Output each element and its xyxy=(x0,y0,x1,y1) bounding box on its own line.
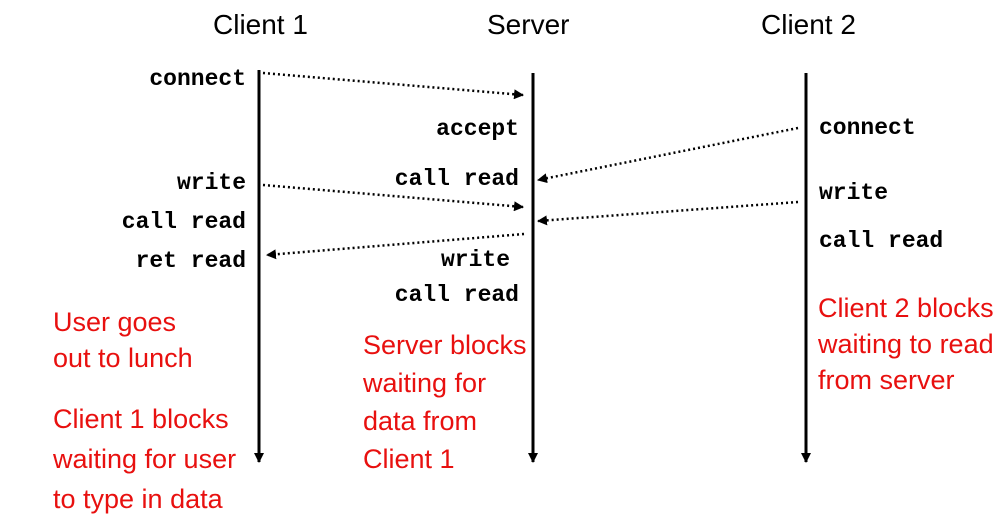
server-call-read-label-1: call read xyxy=(394,166,519,192)
server-blocks-note-line: data from xyxy=(363,406,478,436)
client1-blocks-note-line: waiting for user xyxy=(53,444,237,474)
client1-blocks-note-line: Client 1 blocks xyxy=(53,404,229,434)
server-accept-label: accept xyxy=(436,116,519,142)
client2-blocks-note-line: waiting to read xyxy=(818,329,994,359)
client1-connect-label: connect xyxy=(149,66,246,92)
server-blocks-note: Server blocks waiting for data from Clie… xyxy=(363,326,527,478)
arrow-client2-connect-to-server xyxy=(537,126,799,184)
client1-blocks-note-line: to type in data xyxy=(53,484,223,514)
client2-blocks-note-line: Client 2 blocks xyxy=(818,293,994,323)
server-write-label: write xyxy=(440,247,510,273)
client2-write-label: write xyxy=(819,180,889,206)
client2-blocks-note-line: from server xyxy=(818,365,955,395)
client1-call-read-label: call read xyxy=(121,209,246,235)
client2-blocks-note: Client 2 blocks waiting to read from ser… xyxy=(818,290,994,398)
client1-blocks-note: Client 1 blocks waiting for user to type… xyxy=(53,399,236,519)
client2-connect-label: connect xyxy=(819,115,916,141)
server-blocks-note-line: Client 1 xyxy=(363,444,455,474)
client2-header: Client 2 xyxy=(761,9,856,40)
server-blocks-note-line: waiting for xyxy=(363,368,487,398)
arrow-client1-connect-to-server xyxy=(262,71,524,100)
client1-lunch-note-line: User goes xyxy=(53,307,177,337)
client1-lunch-note: User goes out to lunch xyxy=(53,304,193,376)
client1-write-label: write xyxy=(176,170,246,196)
arrow-client1-write-to-server xyxy=(262,183,524,212)
arrow-client2-write-to-server xyxy=(537,200,799,226)
client2-call-read-label: call read xyxy=(819,228,944,254)
client1-lunch-note-line: out to lunch xyxy=(53,343,193,373)
server-header: Server xyxy=(487,9,570,40)
server-blocks-note-line: Server blocks xyxy=(363,330,527,360)
client1-ret-read-label: ret read xyxy=(135,248,246,274)
server-call-read-label-2: call read xyxy=(394,282,519,308)
client1-header: Client 1 xyxy=(213,9,308,40)
